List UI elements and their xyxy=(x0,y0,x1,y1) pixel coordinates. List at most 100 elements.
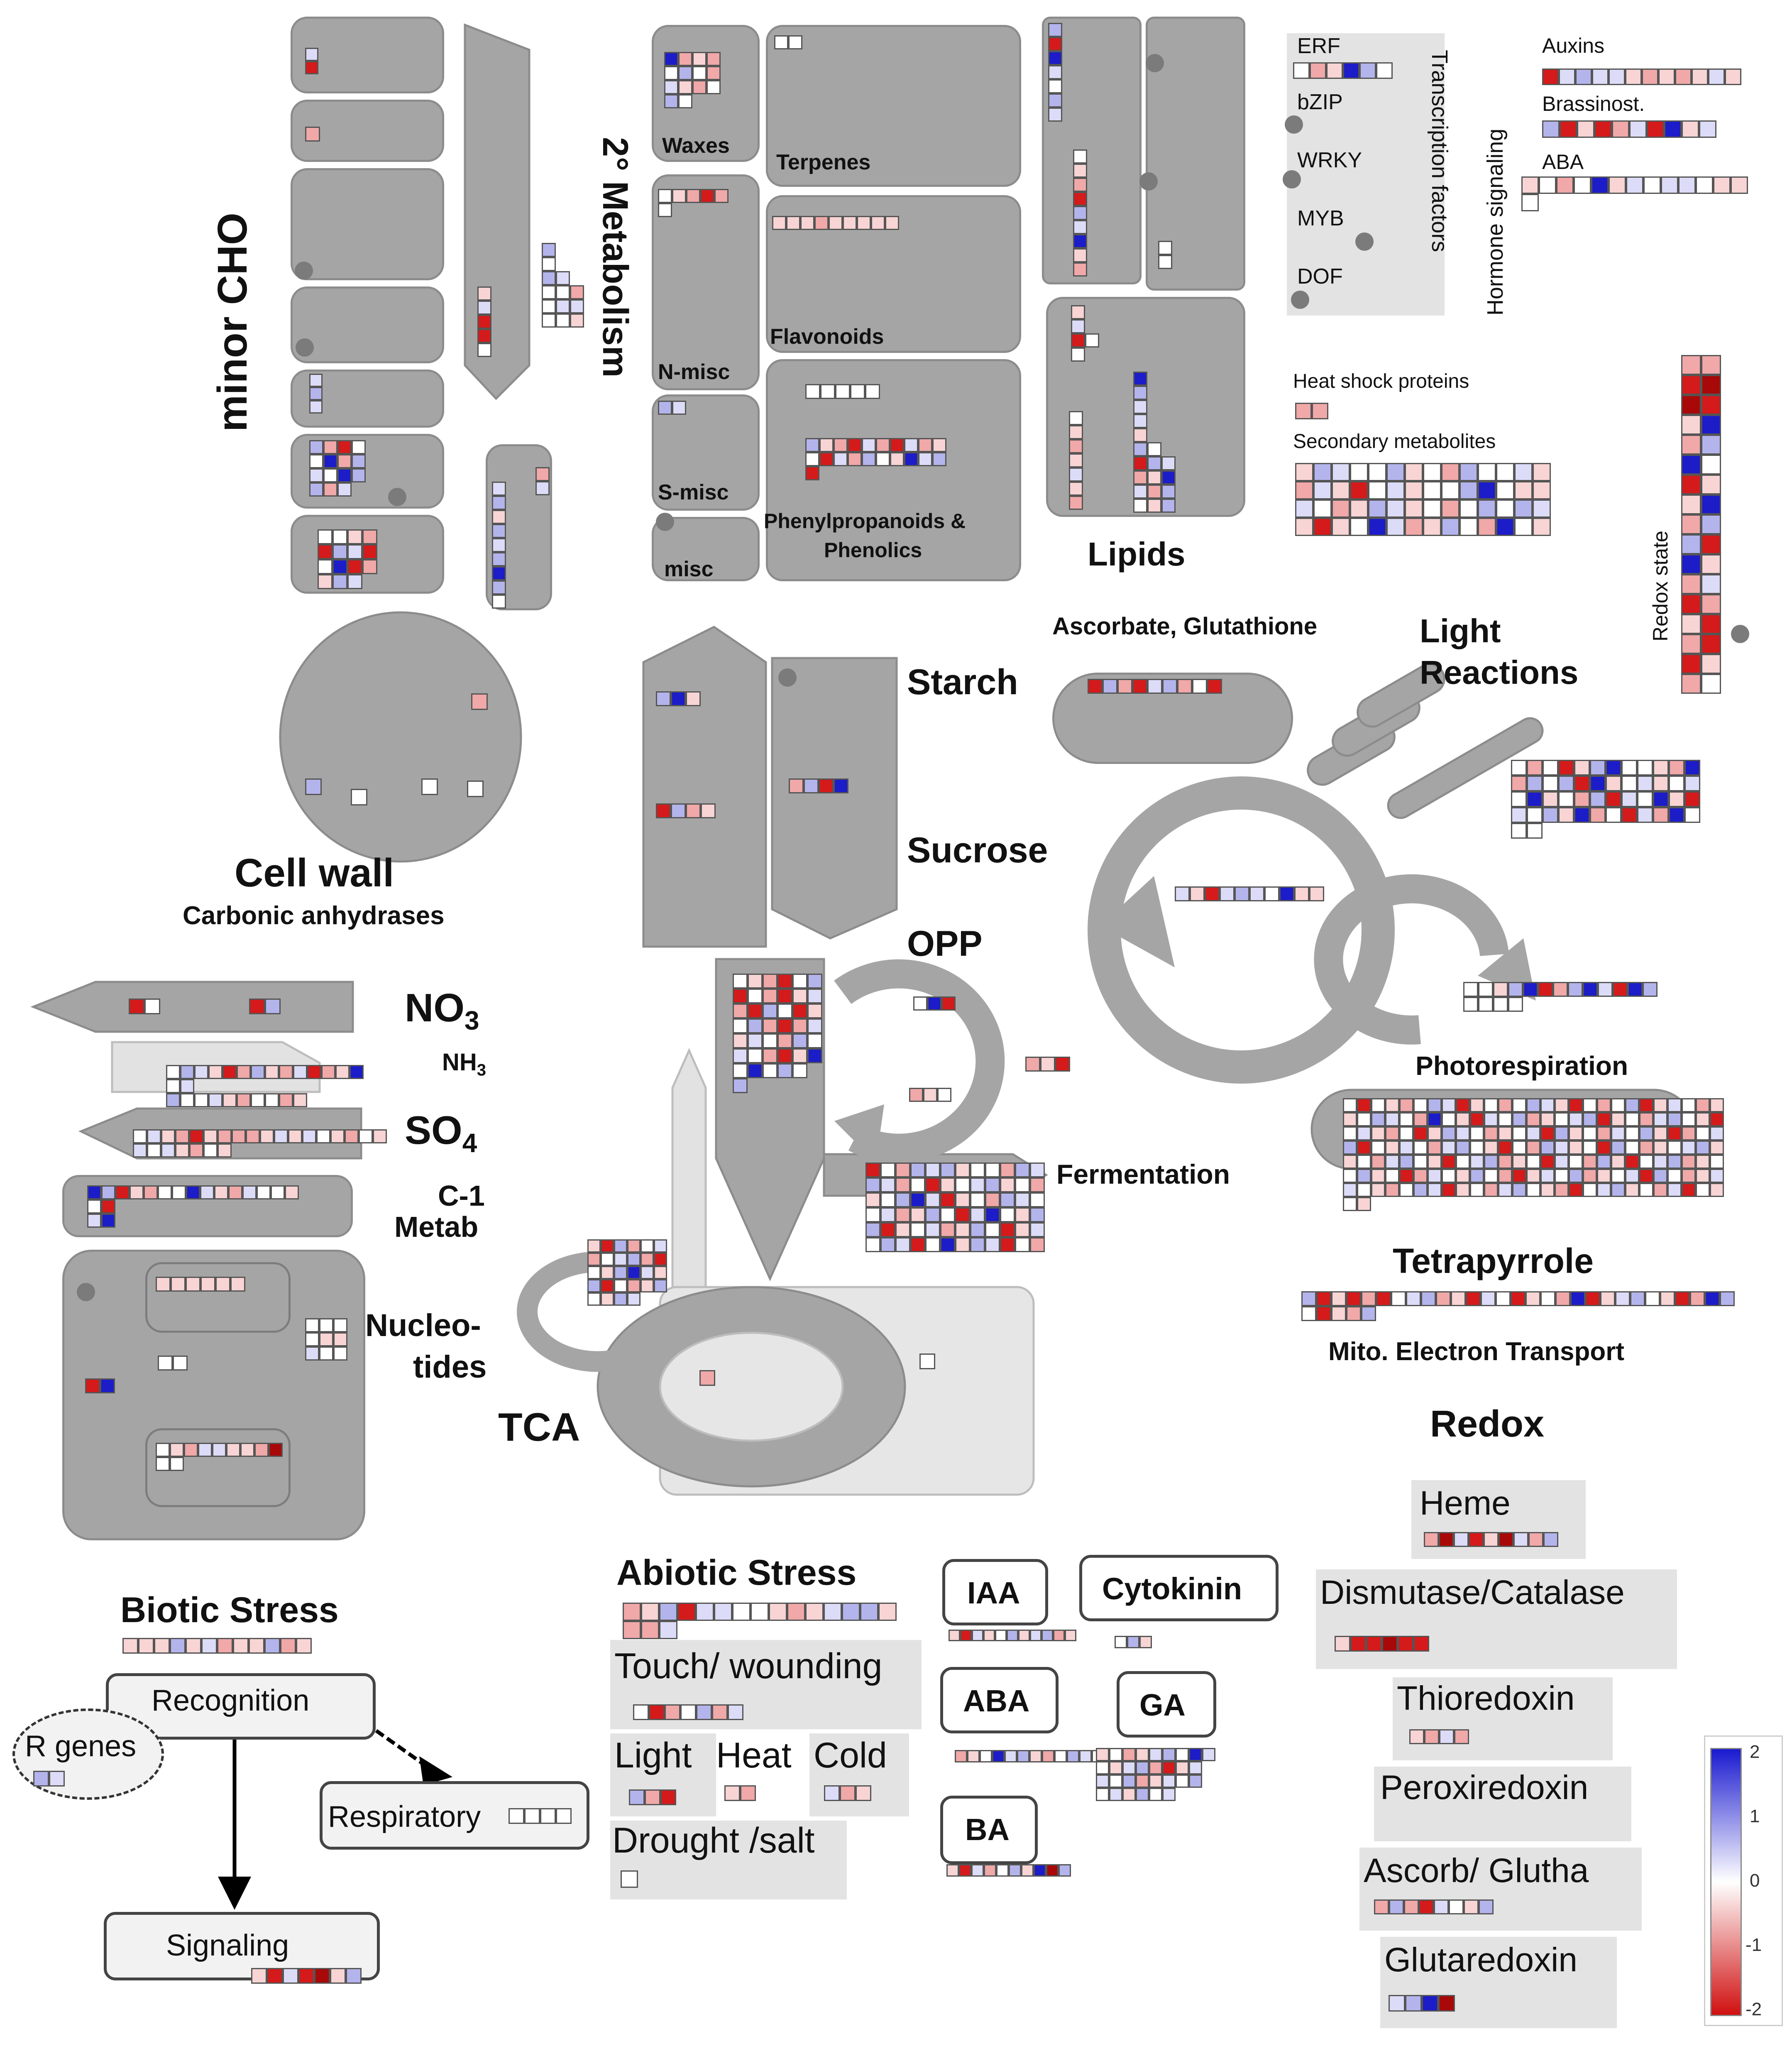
heatmap-cell xyxy=(87,1185,101,1199)
heatmap-cell xyxy=(1643,997,1658,1012)
heatmap-cell xyxy=(1701,554,1721,574)
heatmap-cell xyxy=(1470,1197,1484,1211)
heatmap-cell xyxy=(654,1279,667,1292)
heatmap-cell xyxy=(1667,1141,1682,1155)
heatmap-cell xyxy=(350,1065,364,1079)
heatmap-cell xyxy=(627,1292,641,1306)
heatmap-cell xyxy=(1463,997,1478,1012)
heatmap-cell xyxy=(904,438,918,452)
heatmap-cell xyxy=(1653,1141,1667,1155)
no3-label: NO3 xyxy=(405,988,479,1034)
heatmap-cell xyxy=(1498,1141,1512,1155)
signaling-label: Signaling xyxy=(166,1929,289,1962)
heatmap-cell xyxy=(1629,120,1647,138)
heatmap-cell xyxy=(1438,1995,1455,2012)
heatmap-cell xyxy=(1073,164,1087,178)
heatmap-cell xyxy=(1590,791,1606,807)
nucleo-block-5 xyxy=(305,1318,347,1361)
dot-9 xyxy=(1283,170,1301,188)
heatmap-cell xyxy=(130,1185,144,1199)
heatmap-cell xyxy=(477,329,491,343)
heatmap-cell xyxy=(158,1214,172,1228)
heatmap-cell xyxy=(1069,482,1083,496)
heatmap-cell xyxy=(1710,1098,1724,1112)
heatmap-cell xyxy=(1439,1729,1454,1744)
heatmap-cell xyxy=(1690,1306,1705,1321)
heatmap-cell xyxy=(1109,1761,1122,1774)
heatmap-cell xyxy=(335,1093,350,1107)
heatmap-cell xyxy=(1069,439,1083,453)
heatmap-cell xyxy=(1442,1197,1456,1211)
heatmap-cell xyxy=(1000,1237,1015,1252)
heatmap-cell xyxy=(1625,1197,1639,1211)
heatmap-cell xyxy=(895,1237,910,1252)
heatmap-cell xyxy=(319,1318,333,1332)
heatmap-cell xyxy=(347,559,362,574)
heatmap-cell xyxy=(285,1185,299,1199)
heatmap-cell xyxy=(1456,1141,1470,1155)
heatmap-cell xyxy=(1710,1126,1724,1141)
heat-label: Heat xyxy=(716,1735,792,1775)
heatmap-cell xyxy=(1404,1899,1419,1914)
fermentation-label: Fermentation xyxy=(1056,1159,1230,1189)
heatmap-cell xyxy=(1463,982,1478,997)
heatmap-cell xyxy=(805,438,819,452)
heatmap-cell xyxy=(1343,62,1359,79)
heatmap-cell xyxy=(1555,1169,1569,1183)
heatmap-cell xyxy=(218,1129,232,1143)
heatmap-cell xyxy=(857,216,871,230)
heatmap-cell xyxy=(492,496,506,510)
heatmap-cell xyxy=(910,1192,925,1207)
heatmap-cell xyxy=(1597,1112,1611,1126)
heatmap-cell xyxy=(1496,499,1514,518)
heatmap-cell xyxy=(995,1630,1007,1641)
heatmap-cell xyxy=(1385,1197,1399,1211)
heatmap-cell xyxy=(601,1239,614,1253)
heatmap-cell xyxy=(186,1185,200,1199)
lipids-block-2 xyxy=(1073,149,1087,277)
heatmap-cell xyxy=(1615,1306,1630,1321)
heatmap-cell xyxy=(477,315,491,329)
heatmap-cell xyxy=(335,1065,350,1079)
heatmap-cell xyxy=(1543,791,1558,807)
heatmap-cell xyxy=(1521,176,1539,194)
terpenes-label: Terpenes xyxy=(776,150,871,174)
heatmap-cell xyxy=(1538,997,1553,1012)
heatmap-cell xyxy=(302,1143,316,1158)
heatmap-cell xyxy=(1653,1126,1667,1141)
heatmap-cell xyxy=(1526,1169,1540,1183)
heatmap-cell xyxy=(1696,1155,1710,1169)
heatmap-cell xyxy=(1456,1155,1470,1169)
heatmap-cell xyxy=(1682,1183,1696,1197)
heatmap-cell xyxy=(955,1207,970,1222)
heatmap-cell xyxy=(910,1207,925,1222)
heatmap-cell xyxy=(1478,982,1493,997)
heatmap-cell xyxy=(1371,1183,1385,1197)
hormone-signaling-label: Hormone signaling xyxy=(1483,128,1508,316)
heatmap-cell xyxy=(1558,760,1574,776)
heatmap-cell xyxy=(1132,679,1147,694)
heatmap-cell xyxy=(1569,1197,1583,1211)
heatmap-cell xyxy=(198,1443,212,1457)
heatmap-cell xyxy=(1574,791,1590,807)
heatmap-cell xyxy=(524,1808,540,1824)
heatmap-cell xyxy=(1639,1141,1653,1155)
heatmap-cell xyxy=(1493,982,1508,997)
heatmap-cell xyxy=(807,989,822,1003)
heatmap-cell xyxy=(279,1065,293,1079)
heatmap-cell xyxy=(1660,1306,1675,1321)
heatmap-cell xyxy=(337,468,352,482)
heatmap-cell xyxy=(925,1207,940,1222)
heatmap-cell xyxy=(1701,674,1721,694)
heatmap-cell xyxy=(144,1199,158,1214)
secondary-metabolism-label: 2° Metabolism xyxy=(595,137,635,378)
heatmap-cell xyxy=(1539,194,1556,211)
heatmap-cell xyxy=(161,1143,175,1158)
heatmap-cell xyxy=(1682,1098,1696,1112)
lipids-label: Lipids xyxy=(1088,536,1186,573)
heatmap-cell xyxy=(970,1207,985,1222)
heatmap-cell xyxy=(627,1253,641,1266)
respiratory-arrowhead xyxy=(419,1756,452,1785)
heatmap-cell xyxy=(33,1771,49,1787)
heatmap-cell xyxy=(194,1065,208,1079)
